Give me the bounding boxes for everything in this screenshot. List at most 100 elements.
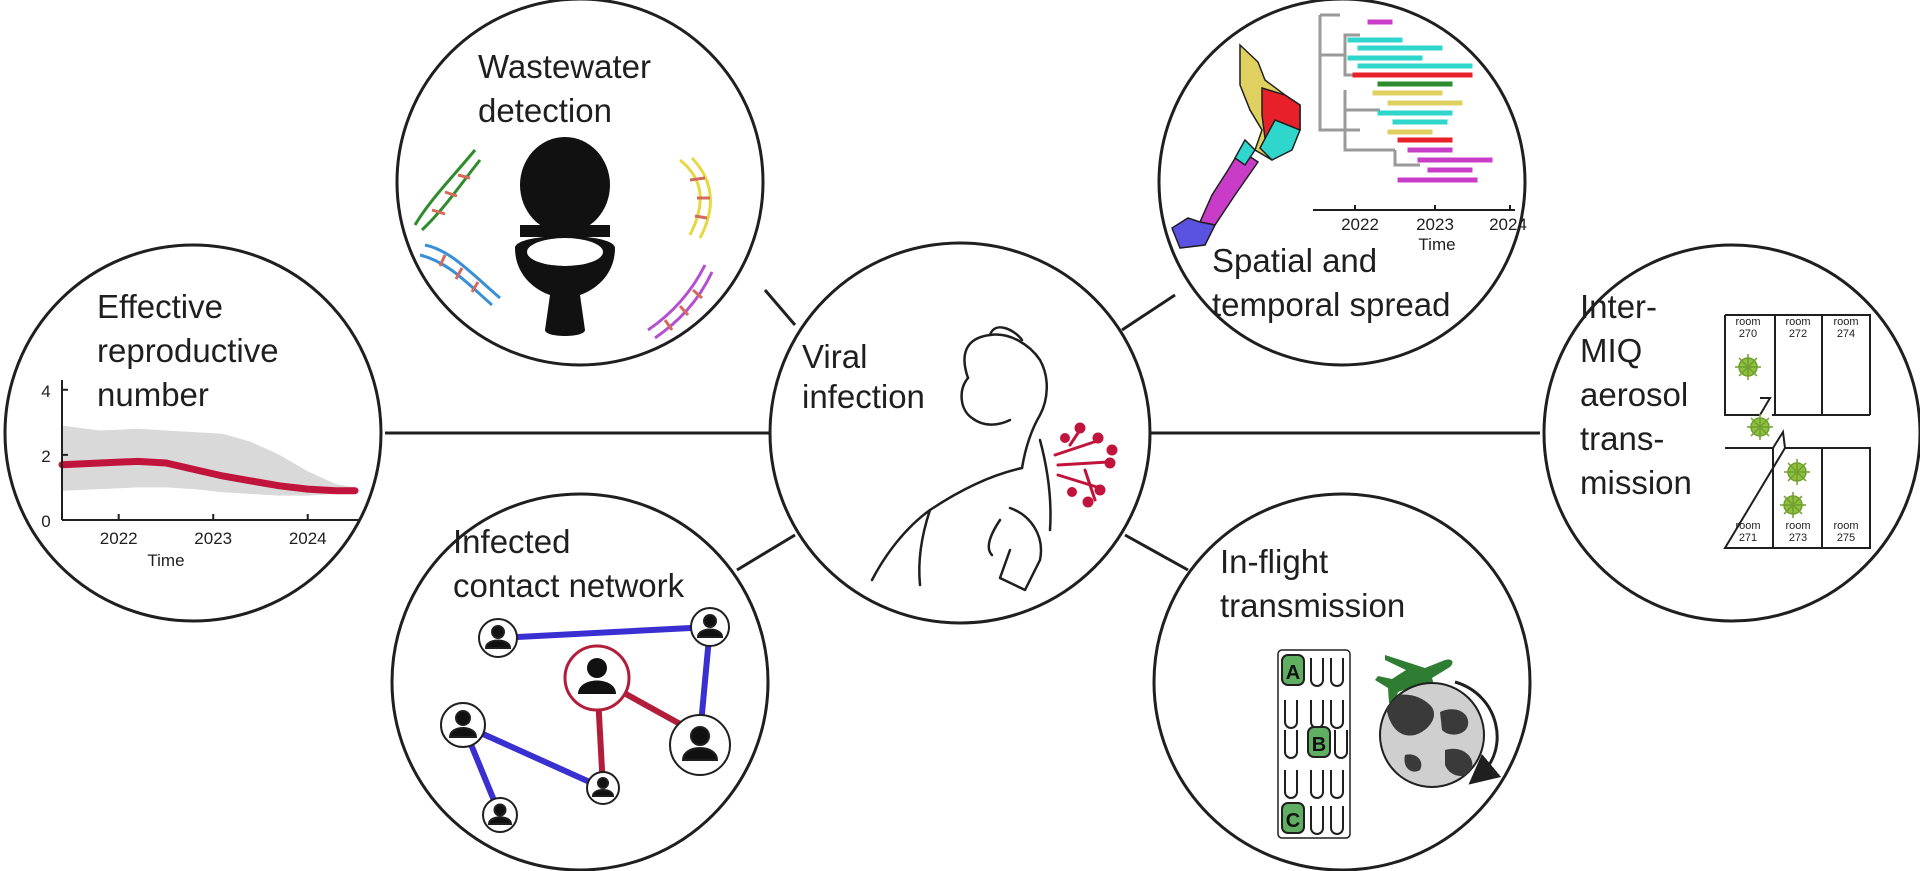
person-node-icon	[586, 771, 620, 805]
globe-icon	[1379, 682, 1485, 788]
room-275: 275	[1837, 532, 1855, 544]
miq-title-line-3: aerosol	[1580, 376, 1688, 413]
contact-node: Infected contact network	[390, 492, 770, 871]
toilet-icon	[515, 137, 615, 336]
wastewater-title-line-2: detection	[478, 92, 612, 129]
rt-x-ticks: 2022 2023 2024	[100, 514, 327, 548]
wastewater-node: Wastewater detection	[395, 0, 765, 367]
center-title-line-1: Viral	[802, 338, 867, 375]
center-title-line-2: infection	[802, 378, 925, 415]
rt-series-line	[58, 457, 359, 495]
miq-circle	[1542, 243, 1920, 623]
room-word: room	[1785, 520, 1810, 532]
seat-b	[1307, 726, 1331, 758]
room-272: 272	[1789, 328, 1807, 340]
seat-row	[1284, 726, 1348, 759]
dna-strand-yellow-icon	[679, 156, 712, 239]
connector-contact	[736, 533, 796, 572]
room-274: 274	[1837, 328, 1855, 340]
person-node-icon	[482, 797, 518, 833]
tree-tick-2024: 2024	[1489, 215, 1527, 234]
virus-icon	[1735, 354, 1761, 380]
contact-title-line-1: Infected	[453, 523, 570, 560]
seat-label-c: C	[1286, 810, 1300, 832]
rt-uncertainty-band	[62, 425, 355, 496]
dna-strand-blue-icon	[419, 243, 501, 307]
room-270: 270	[1739, 328, 1757, 340]
room-word: room	[1833, 316, 1858, 328]
inflight-node: In-flight transmission A B C	[1152, 492, 1532, 871]
rotation-arrow-icon	[1454, 680, 1502, 785]
reproductive-title-line-1: Effective	[97, 288, 223, 325]
seat-a	[1281, 654, 1305, 686]
seat-row	[1281, 802, 1344, 835]
reproductive-title-line-3: number	[97, 376, 209, 413]
seat-label-a: A	[1286, 662, 1300, 684]
coughing-person-icon	[870, 326, 1052, 592]
seat-label-b: B	[1312, 734, 1326, 756]
rt-chart: 0 2 4 2022 2023 2024	[41, 380, 365, 548]
rt-y-tick-label: 4	[41, 382, 50, 401]
person-node-icon	[690, 607, 730, 647]
virus-icon	[1780, 492, 1806, 518]
connector-spatial	[1121, 293, 1176, 332]
virus-particles	[1735, 354, 1810, 518]
miq-title-line-4: trans-	[1580, 420, 1664, 457]
rt-xlabel: Time	[147, 551, 184, 570]
contact-person-nodes	[440, 607, 731, 833]
spatial-title-line-1: Spatial and	[1212, 242, 1377, 279]
cough-droplets-icon	[1053, 422, 1118, 508]
seat-row	[1281, 654, 1344, 687]
tree-tick-2022: 2022	[1341, 215, 1379, 234]
tree-tick-2023: 2023	[1416, 215, 1454, 234]
rt-y-tick-label: 0	[41, 512, 50, 531]
rt-x-tick-label: 2023	[194, 529, 232, 548]
connector-inflight	[1124, 533, 1189, 572]
virus-icon	[1784, 459, 1810, 485]
rt-x-tick-label: 2024	[289, 529, 327, 548]
inflight-title-line-2: transmission	[1220, 587, 1405, 624]
aircraft-seat-grid	[1277, 649, 1351, 839]
center-node: Viral infection	[768, 241, 1152, 625]
contact-title-line-2: contact network	[453, 567, 685, 604]
virus-icon	[1747, 414, 1773, 440]
room-word: room	[1833, 520, 1858, 532]
contact-edge	[495, 624, 713, 641]
person-node-icon	[440, 702, 486, 748]
room-layout	[1723, 314, 1871, 549]
seat-c	[1281, 802, 1305, 834]
miq-title-line-1: Inter-	[1580, 288, 1657, 325]
room-word: room	[1735, 520, 1760, 532]
connector-lines	[385, 289, 1540, 572]
room-word: room	[1735, 316, 1760, 328]
room-labels: room 270 room 272 room 274 room 271 room…	[1735, 316, 1858, 544]
room-271: 271	[1739, 532, 1757, 544]
dna-strand-purple-icon	[647, 264, 714, 340]
inflight-title-line-1: In-flight	[1220, 543, 1328, 580]
room-word: room	[1785, 316, 1810, 328]
rt-y-tick-label: 2	[41, 447, 50, 466]
connector-wastewater	[763, 289, 797, 326]
reproductive-title-line-2: reproductive	[97, 332, 279, 369]
miq-title-line-2: MIQ	[1580, 332, 1642, 369]
infected-person-node-icon	[563, 644, 631, 712]
miq-title-line-5: mission	[1580, 464, 1692, 501]
center-circle	[768, 241, 1152, 625]
spatial-node: 2022 2023 2024 Time Spatial and temporal…	[1157, 0, 1527, 367]
room-273: 273	[1789, 532, 1807, 544]
contact-edge	[460, 722, 606, 791]
person-node-icon	[478, 618, 518, 658]
spatial-title-line-2: temporal spread	[1212, 286, 1450, 323]
new-zealand-map-icon	[1171, 43, 1301, 249]
miq-node: Inter- MIQ aerosol trans- mission room 2…	[1542, 243, 1920, 623]
seat-row	[1284, 770, 1344, 799]
rt-x-tick-label: 2022	[100, 529, 138, 548]
wastewater-title-line-1: Wastewater	[478, 48, 651, 85]
rt-y-ticks: 0 2 4	[41, 382, 68, 531]
person-node-icon	[669, 714, 731, 776]
phylogenetic-tree: 2022 2023 2024 Time	[1313, 13, 1527, 254]
tree-xlabel: Time	[1418, 235, 1455, 254]
dna-strand-green-icon	[413, 149, 482, 232]
